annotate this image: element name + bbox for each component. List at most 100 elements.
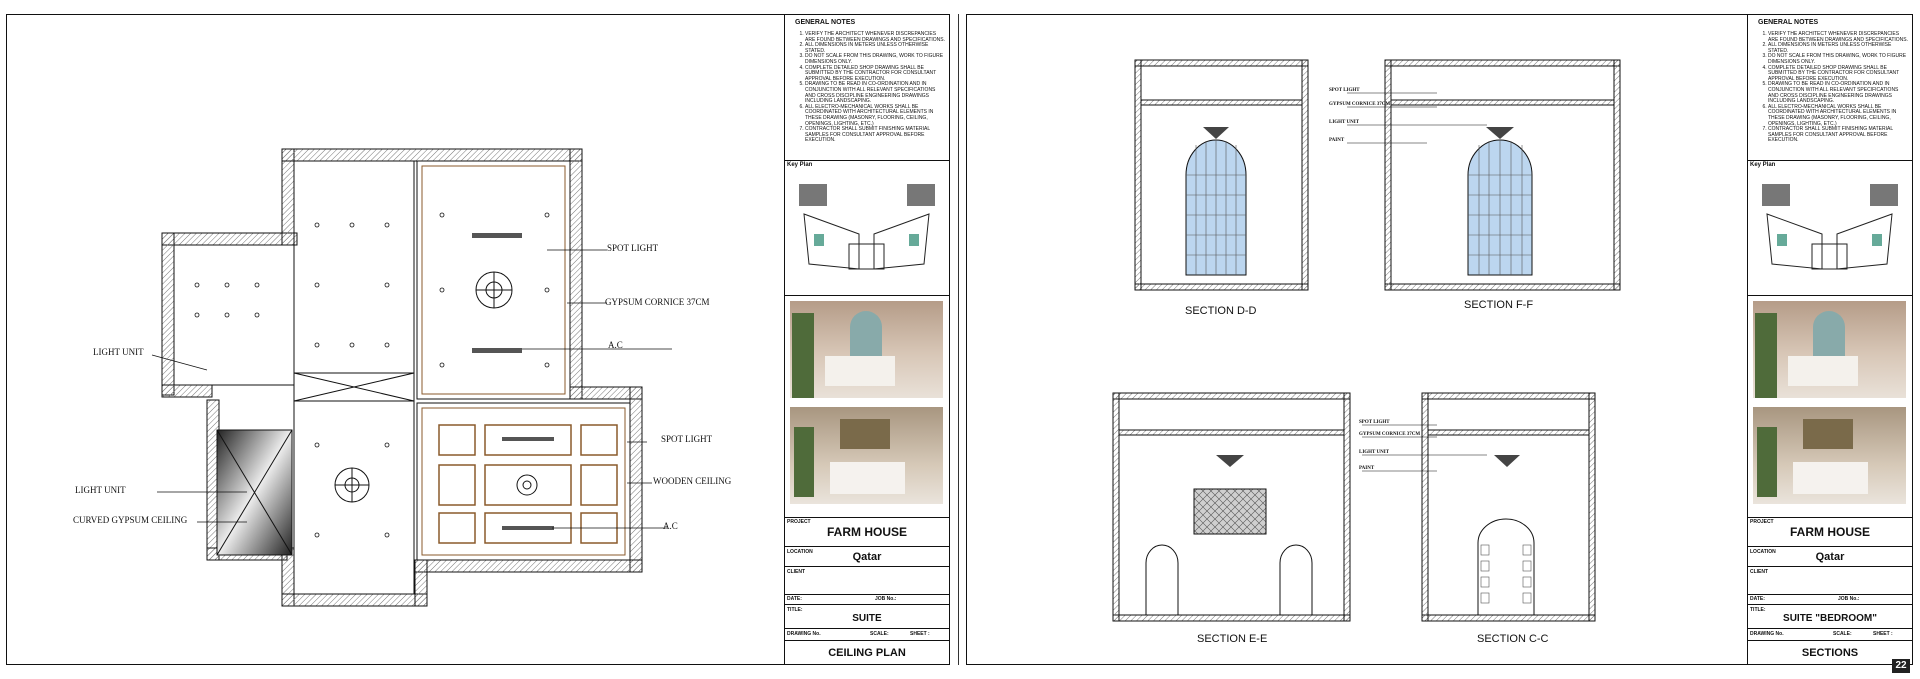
note-item: CONTRACTOR SHALL SUBMIT FINISHING MATERI… <box>1768 126 1908 144</box>
note-item: VERIFY THE ARCHITECT WHENEVER DISCREPANC… <box>805 31 945 43</box>
ff-note-gypsum: GYPSUM CORNICE 37CM <box>1329 102 1391 107</box>
key-plan-label: Key Plan <box>1750 162 1776 168</box>
location-value: Qatar <box>852 551 882 563</box>
note-ac-2: A.C <box>663 521 678 531</box>
note-item: VERIFY THE ARCHITECT WHENEVER DISCREPANC… <box>1768 31 1908 43</box>
note-curved-gypsum: CURVED GYPSUM CEILING <box>73 515 188 525</box>
section-cc-drawing <box>1362 392 1596 622</box>
general-notes-list: VERIFY THE ARCHITECT WHENEVER DISCREPANC… <box>799 31 945 144</box>
date-row: DATE: JOB No.: <box>785 595 949 605</box>
client-label: CLIENT <box>1750 569 1769 575</box>
renders-panel <box>785 295 949 518</box>
sheet-divider <box>958 14 959 665</box>
general-notes: GENERAL NOTES VERIFY THE ARCHITECT WHENE… <box>1748 15 1912 161</box>
key-plan: Key Plan <box>785 160 949 296</box>
ac-units <box>472 233 554 530</box>
section-cc-label: SECTION C-C <box>1477 633 1549 645</box>
section-ff-drawing <box>1347 59 1621 291</box>
job-label: JOB No.: <box>1838 596 1860 602</box>
cc-note-paint: PAINT <box>1359 466 1375 471</box>
drawing-row: DRAWING No. SCALE: SHEET : <box>1748 629 1912 641</box>
note-item: DRAWING TO BE READ IN CO-ORDINATION AND … <box>1768 81 1908 104</box>
date-row: DATE: JOB No.: <box>1748 595 1912 605</box>
cc-note-spot-light: SPOT LIGHT <box>1359 420 1390 425</box>
job-label: JOB No.: <box>875 596 897 602</box>
section-dd-drawing <box>1134 59 1309 291</box>
note-item: CONTRACTOR SHALL SUBMIT FINISHING MATERI… <box>805 126 945 144</box>
note-ac-1: A.C <box>608 340 623 350</box>
title-block-right: GENERAL NOTES VERIFY THE ARCHITECT WHENE… <box>1747 15 1912 664</box>
key-plan-label: Key Plan <box>787 162 813 168</box>
note-item: ALL DIMENSIONS IN METERS UNLESS OTHERWIS… <box>805 42 945 54</box>
key-plan-image <box>1762 184 1898 270</box>
cc-note-gypsum: GYPSUM CORNICE 37CM <box>1359 432 1421 437</box>
client-label: CLIENT <box>787 569 806 575</box>
note-gypsum-cornice: GYPSUM CORNICE 37CM <box>605 297 710 307</box>
section-dd-label: SECTION D-D <box>1185 305 1257 317</box>
sheet-title: CEILING PLAN <box>828 647 906 659</box>
project-row: PROJECT FARM HOUSE <box>1748 517 1912 547</box>
key-plan: Key Plan <box>1748 160 1912 296</box>
note-item: ALL ELECTRO-MECHANICAL WORKS SHALL BE CO… <box>1768 104 1908 127</box>
section-ff-label: SECTION F-F <box>1464 299 1534 311</box>
ceiling-plan-drawing <box>151 148 672 607</box>
drawing-label: DRAWING No. <box>1750 631 1784 637</box>
page-number: 22 <box>1892 659 1910 673</box>
ceiling-plan-sheet: SPOT LIGHT GYPSUM CORNICE 37CM A.C LIGHT… <box>6 14 950 665</box>
client-row: CLIENT <box>785 567 949 595</box>
drawing-label: DRAWING No. <box>787 631 821 637</box>
title-value: SUITE "BEDROOM" <box>1783 613 1877 624</box>
chandelier-symbols <box>334 271 538 503</box>
project-value: FARM HOUSE <box>826 525 907 539</box>
bedroom-render-1 <box>1753 301 1906 398</box>
bedroom-render-2 <box>790 407 943 504</box>
note-light-unit-2: LIGHT UNIT <box>75 485 126 495</box>
date-label: DATE: <box>1750 596 1765 602</box>
renders-panel <box>1748 295 1912 518</box>
general-notes-title: GENERAL NOTES <box>795 19 856 26</box>
plan-rooms <box>173 160 631 595</box>
bedroom-render-2 <box>1753 407 1906 504</box>
date-label: DATE: <box>787 596 802 602</box>
note-spot-light-2: SPOT LIGHT <box>661 434 713 444</box>
location-label: LOCATION <box>787 549 813 555</box>
note-item: ALL ELECTRO-MECHANICAL WORKS SHALL BE CO… <box>805 104 945 127</box>
note-item: COMPLETE DETAILED SHOP DRAWING SHALL BE … <box>805 65 945 83</box>
project-label: PROJECT <box>787 519 811 525</box>
drawing-row: DRAWING No. SCALE: SHEET : <box>785 629 949 641</box>
general-notes-title: GENERAL NOTES <box>1758 19 1819 26</box>
note-wooden-ceiling: WOODEN CEILING <box>653 476 732 486</box>
section-ee-label: SECTION E-E <box>1197 633 1268 645</box>
general-notes-list: VERIFY THE ARCHITECT WHENEVER DISCREPANC… <box>1762 31 1908 144</box>
note-light-unit-1: LIGHT UNIT <box>93 347 144 357</box>
sheet-label: SHEET : <box>1873 631 1893 637</box>
client-row: CLIENT <box>1748 567 1912 595</box>
sections-sheet: SECTION D-D SECTION F-F SECTION E-E SECT… <box>966 14 1913 665</box>
title-value: SUITE <box>852 613 882 624</box>
curved-gypsum-ceiling <box>216 429 293 556</box>
wooden-ceiling-coffers <box>438 424 618 544</box>
note-spot-light-1: SPOT LIGHT <box>607 243 659 253</box>
location-row: LOCATION Qatar <box>785 547 949 567</box>
sheet-label: SHEET : <box>910 631 930 637</box>
location-label: LOCATION <box>1750 549 1776 555</box>
project-label: PROJECT <box>1750 519 1774 525</box>
location-row: LOCATION Qatar <box>1748 547 1912 567</box>
general-notes: GENERAL NOTES VERIFY THE ARCHITECT WHENE… <box>785 15 949 161</box>
ff-note-light-unit: LIGHT UNIT <box>1329 120 1360 125</box>
bedroom-render-1 <box>790 301 943 398</box>
project-row: PROJECT FARM HOUSE <box>785 517 949 547</box>
sheet-title: SECTIONS <box>1801 647 1859 659</box>
title-row: TITLE: SUITE <box>785 605 949 629</box>
location-value: Qatar <box>1815 551 1845 563</box>
title-row: TITLE: SUITE "BEDROOM" <box>1748 605 1912 629</box>
title-label: TITLE: <box>1750 607 1766 613</box>
spot-lights <box>194 212 550 538</box>
scale-label: SCALE: <box>1833 631 1852 637</box>
note-item: DRAWING TO BE READ IN CO-ORDINATION AND … <box>805 81 945 104</box>
note-item: DO NOT SCALE FROM THIS DRAWING, WORK TO … <box>805 54 945 65</box>
leader-lines <box>151 249 672 529</box>
ff-note-paint: PAINT <box>1329 138 1345 143</box>
title-label: TITLE: <box>787 607 803 613</box>
key-plan-image <box>799 184 935 270</box>
